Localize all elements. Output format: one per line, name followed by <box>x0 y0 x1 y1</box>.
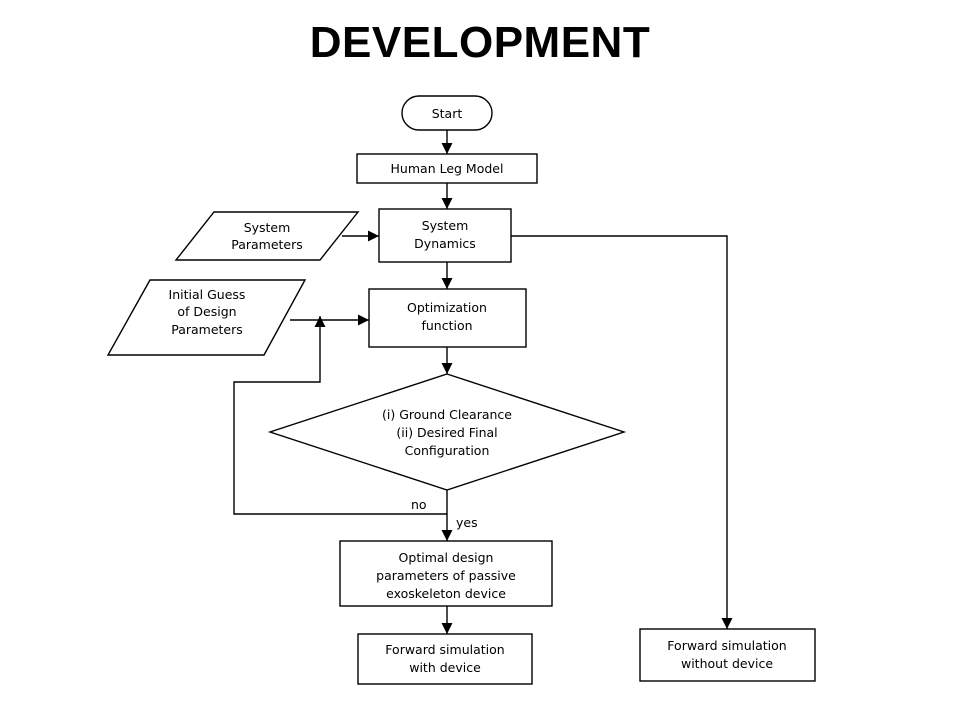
flowchart-edges <box>233 130 733 634</box>
node-decision-line-3: Configuration <box>405 443 490 458</box>
node-start-label: Start <box>432 106 463 121</box>
edge-decision-no-loop <box>233 316 447 515</box>
node-system-dynamics-line-1: System <box>422 218 469 233</box>
node-optimization-line-1: Optimization <box>407 300 487 315</box>
node-system-parameters: System Parameters <box>174 211 360 261</box>
node-sim-without-line-2: without device <box>681 656 773 671</box>
node-optimization-function: Optimization function <box>368 288 527 348</box>
slide-title: DEVELOPMENT <box>309 18 651 67</box>
node-initial-guess-line-3: Parameters <box>171 322 243 337</box>
edge-dynamics-to-sim-without <box>511 235 733 629</box>
node-decision: (i) Ground Clearance (ii) Desired Final … <box>267 373 627 491</box>
node-optimal-design-parameters: Optimal design parameters of passive exo… <box>339 540 553 607</box>
node-optimal-params-line-2: parameters of passive <box>376 568 516 583</box>
node-system-dynamics-line-2: Dynamics <box>414 236 476 251</box>
node-decision-line-2: (ii) Desired Final <box>396 425 497 440</box>
node-initial-guess-line-1: Initial Guess <box>169 287 246 302</box>
node-sim-with-line-1: Forward simulation <box>385 642 504 657</box>
node-optimal-params-line-3: exoskeleton device <box>386 586 506 601</box>
node-decision-line-1: (i) Ground Clearance <box>382 407 512 422</box>
node-forward-sim-with-device: Forward simulation with device <box>357 633 533 685</box>
node-sim-with-line-2: with device <box>409 660 481 675</box>
node-human-leg-model: Human Leg Model <box>356 153 538 184</box>
node-optimal-params-line-1: Optimal design <box>399 550 494 565</box>
edge-label-yes: yes <box>456 515 478 530</box>
node-system-parameters-line-2: Parameters <box>231 237 303 252</box>
node-sim-without-line-1: Forward simulation <box>667 638 786 653</box>
node-system-dynamics: System Dynamics <box>378 208 512 263</box>
node-initial-guess-line-2: of Design <box>177 304 236 319</box>
node-initial-guess: Initial Guess of Design Parameters <box>106 279 307 356</box>
node-start: Start <box>401 95 493 131</box>
node-system-parameters-line-1: System <box>244 220 291 235</box>
edge-label-no: no <box>411 497 427 512</box>
node-optimization-line-2: function <box>421 318 472 333</box>
node-forward-sim-without-device: Forward simulation without device <box>639 628 816 682</box>
node-human-leg-model-label: Human Leg Model <box>391 161 504 176</box>
